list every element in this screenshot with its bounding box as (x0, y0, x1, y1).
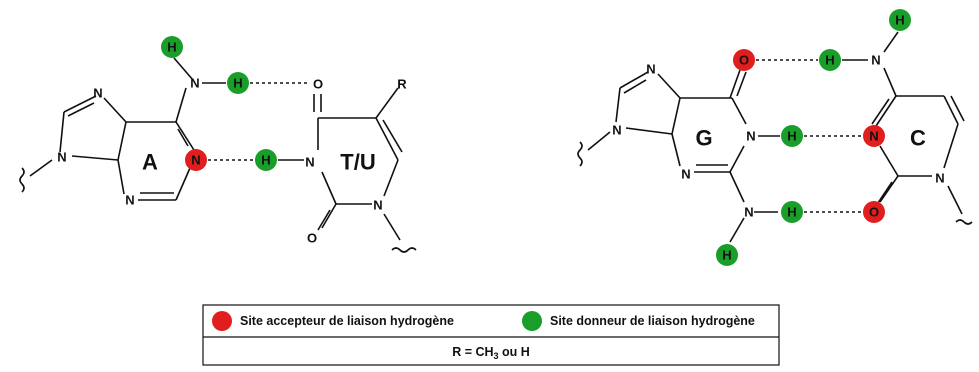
formula-subscript: 3 (494, 351, 499, 361)
legend: Site accepteur de liaison hydrogène Site… (202, 304, 780, 366)
cytosine-h2: H (895, 13, 904, 28)
cytosine-h1: H (825, 53, 834, 68)
guanine-bonds (577, 69, 780, 243)
cytosine-n4: N (871, 53, 880, 68)
adenine-n7: N (93, 86, 102, 101)
gc-pair: N N N N N G O H H H (577, 9, 973, 266)
adenine-n9: N (57, 150, 66, 165)
acceptor-site-c-o2 (863, 201, 885, 223)
base-label-c: C (910, 126, 926, 151)
cytosine-bonds (842, 31, 973, 225)
adenine-bonds (19, 57, 226, 201)
donor-site-g-h2 (781, 201, 803, 223)
donor-site-a-top (161, 36, 183, 58)
donor-site-t-h (255, 149, 277, 171)
donor-site-c-h2 (889, 9, 911, 31)
cytosine-o2: O (869, 205, 879, 220)
guanine-h3: H (722, 248, 731, 263)
thymine-o2: O (307, 231, 317, 246)
donor-site-a-h (227, 72, 249, 94)
substituent-r: R (397, 77, 407, 92)
donor-site-g-h3 (716, 244, 738, 266)
acceptor-site-g-o6 (733, 49, 755, 71)
acceptor-site-a-n1 (185, 149, 207, 171)
legend-formula: R = CH3 ou H (452, 345, 530, 361)
acceptor-site-c-n3 (863, 125, 885, 147)
donor-site-c-h1 (819, 49, 841, 71)
guanine-h1: H (787, 129, 796, 144)
guanine-n3: N (681, 167, 690, 182)
guanine-n7: N (646, 62, 655, 77)
legend-donor-swatch (522, 311, 542, 331)
cytosine-n3: N (869, 129, 878, 144)
guanine-n9: N (612, 123, 621, 138)
thymine-h: H (261, 153, 270, 168)
thymine-n1: N (373, 198, 382, 213)
donor-site-g-h1 (781, 125, 803, 147)
legend-donor-label: Site donneur de liaison hydrogène (550, 314, 755, 328)
thymine-o4: O (313, 77, 323, 92)
thymine-n3: N (305, 155, 314, 170)
guanine-n1: N (746, 129, 755, 144)
legend-acceptor-swatch (212, 311, 232, 331)
adenine-n3: N (125, 193, 134, 208)
legend-acceptor-label: Site accepteur de liaison hydrogène (240, 314, 454, 328)
base-label-g: G (695, 126, 712, 151)
adenine-h-top: H (167, 40, 176, 55)
adenine-n6: N (190, 76, 199, 91)
at-pair: N N N N A H H N (19, 36, 417, 253)
base-label-a: A (142, 150, 158, 175)
guanine-o6: O (739, 53, 749, 68)
guanine-n2: N (744, 205, 753, 220)
formula-suffix: ou H (499, 345, 530, 359)
adenine-n1: N (191, 153, 200, 168)
thymine-bonds (278, 87, 417, 253)
legend-box (202, 304, 780, 366)
guanine-h2: H (787, 205, 796, 220)
formula-prefix: R = CH (452, 345, 493, 359)
adenine-h-bonding: H (233, 76, 242, 91)
cytosine-n1: N (935, 171, 944, 186)
base-label-tu: T/U (340, 150, 375, 175)
